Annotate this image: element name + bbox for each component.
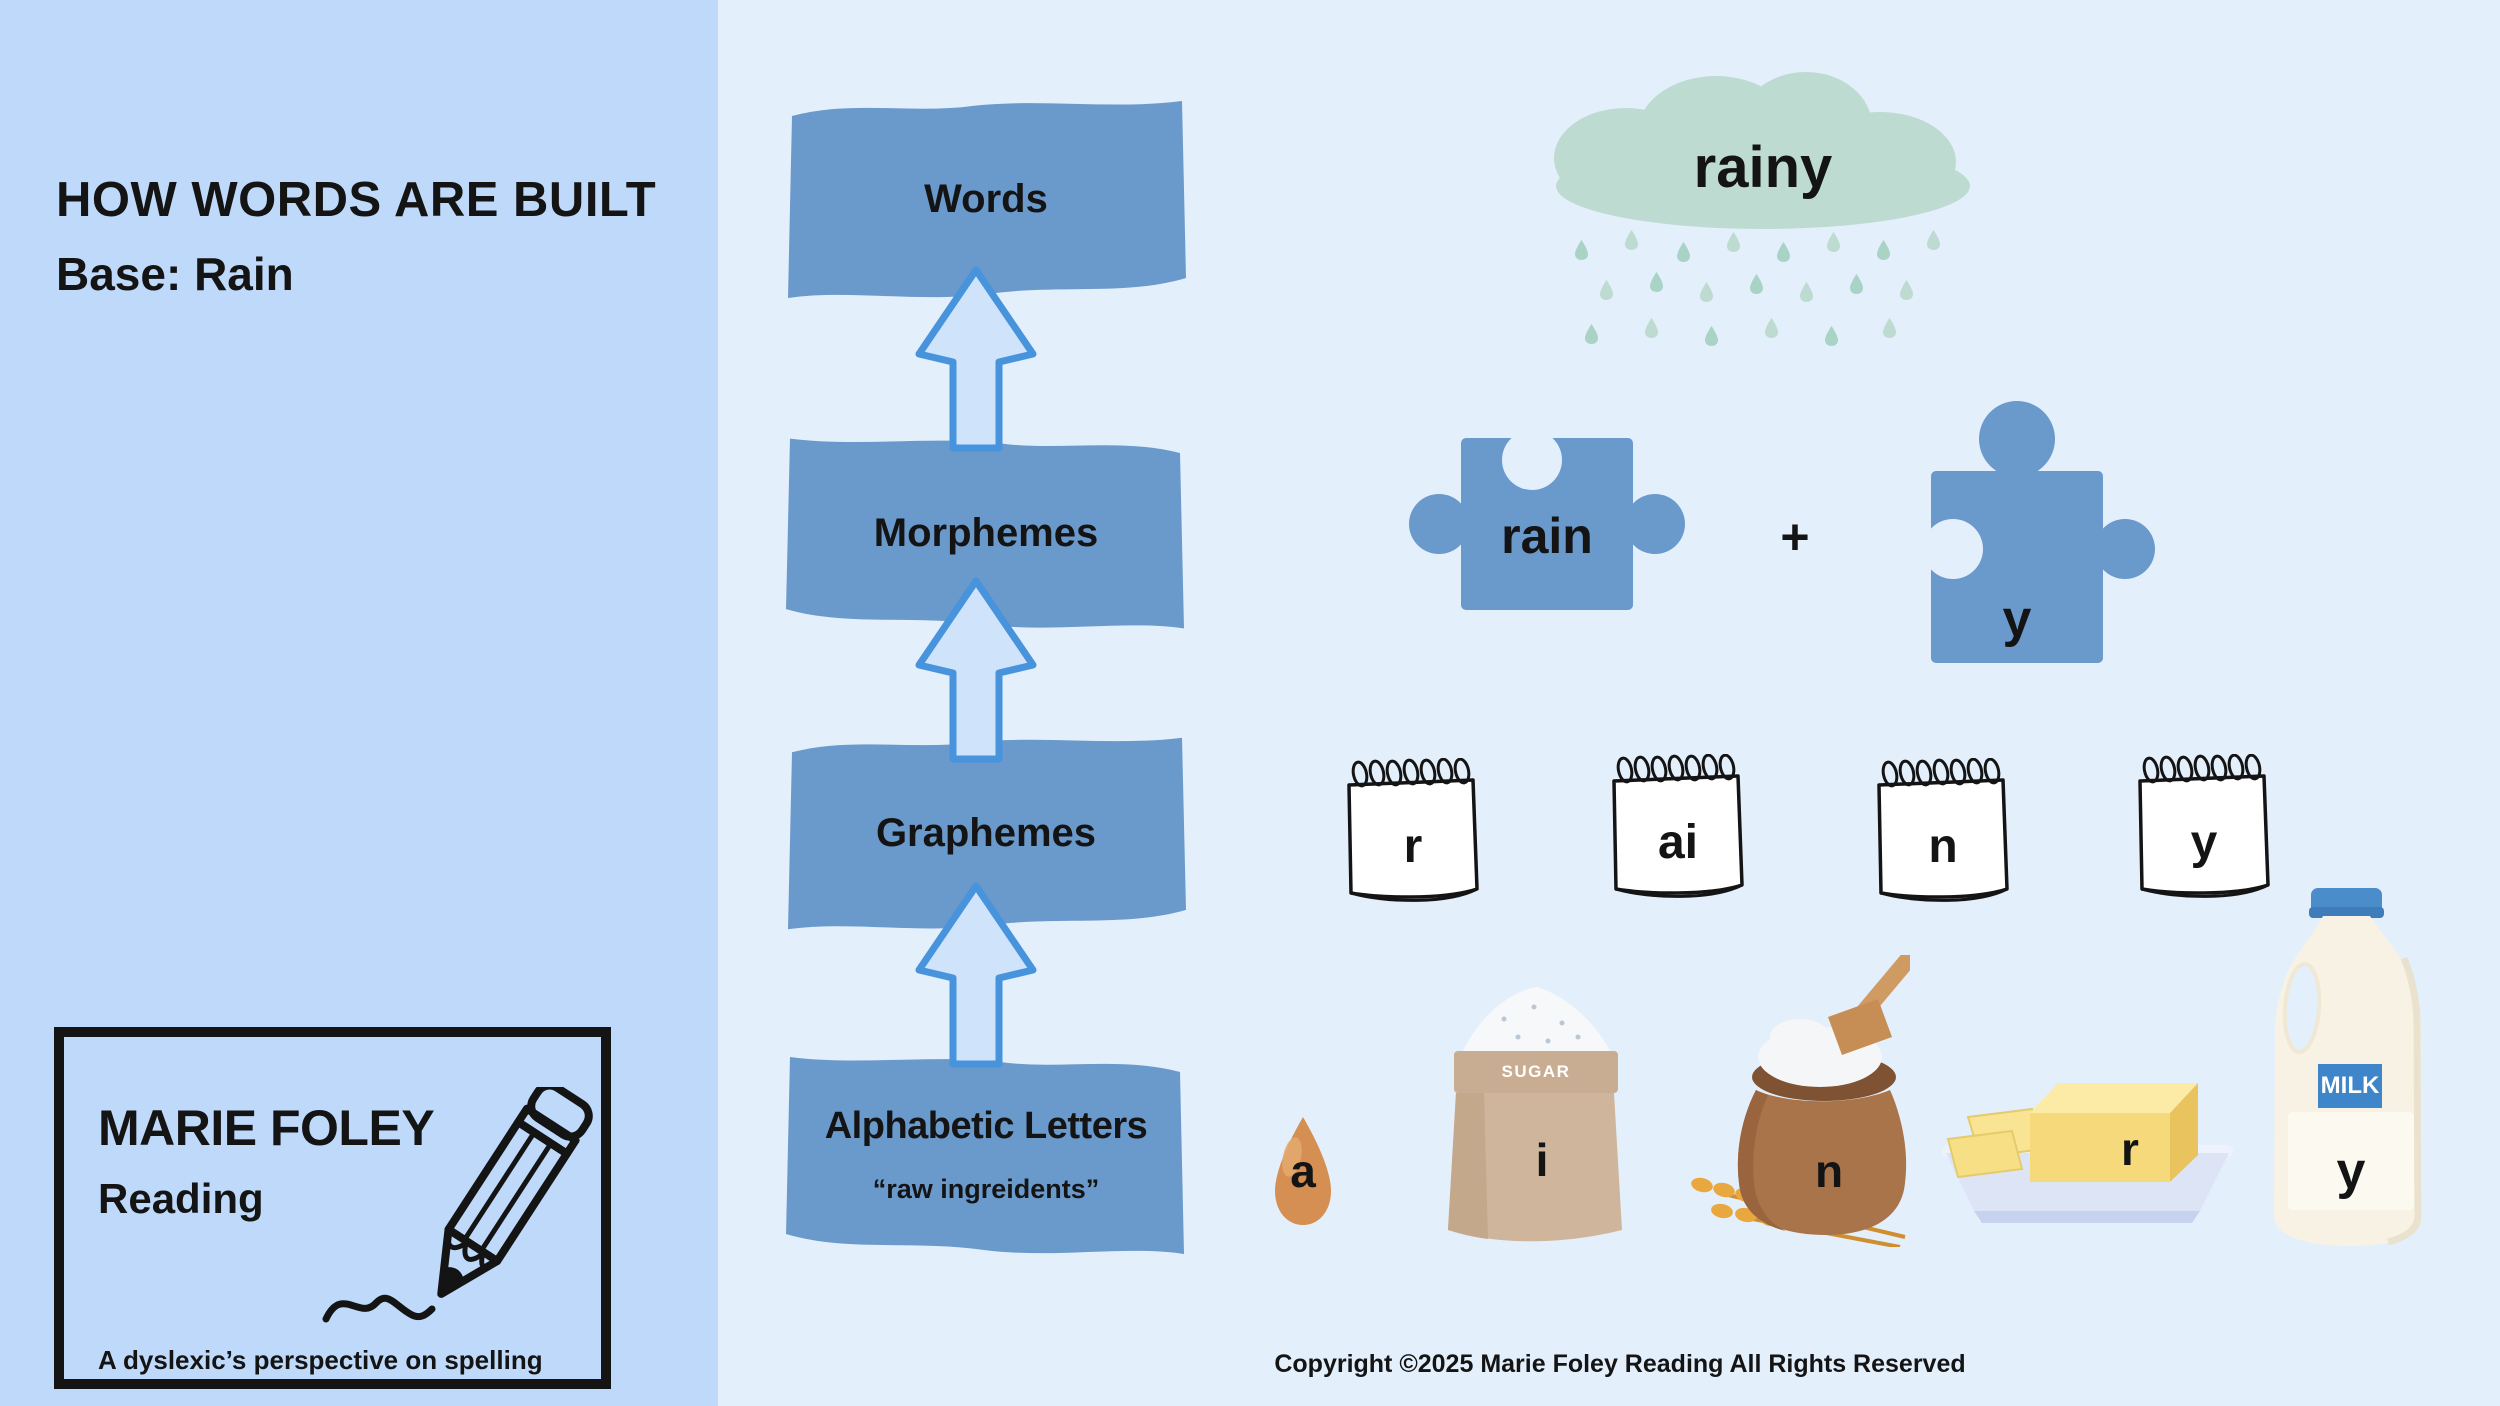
jug-handle [2282,962,2322,1054]
ingredient-egg: a [1271,1115,1335,1227]
letter-n: n [1814,1145,1844,1197]
raw-ingredients-note: “raw ingreidents” [872,1174,1100,1204]
left-panel: HOW WORDS ARE BUILT Base: Rain MARIE FOL… [0,0,718,1406]
squiggle-line [322,1294,436,1323]
notepad-icon [1877,758,2009,902]
ingredient-butter: r [1940,1055,2235,1230]
hierarchy-box-words: Words [782,90,1190,308]
plus-sign: + [1780,509,1810,565]
page-subtitle: Base: Rain [56,248,294,300]
puzzle-piece-suffix: y [1900,390,2160,680]
rain-cloud: rainy [1548,70,1978,230]
grapheme-notepad: r [1336,758,1486,908]
word-rainy: rainy [1693,134,1833,200]
title-block: HOW WORDS ARE BUILT Base: Rain [56,173,706,300]
grapheme-letter: y [2190,815,2218,869]
letter-r: r [2121,1123,2139,1175]
sugar-bag-icon [1448,987,1622,1242]
milk-jug-icon [2274,888,2422,1246]
up-arrow-icon [915,577,1037,763]
alphabetic-letters-label: Alphabetic Letters [824,1105,1148,1147]
egg-icon [1275,1117,1331,1225]
up-arrow-icon [915,266,1037,452]
morpheme-base: rain [1501,508,1593,564]
pencil-icon [322,1087,593,1323]
logo-name: MARIE FOLEY [98,1100,435,1156]
words-label: Words [924,176,1048,221]
sugar-bag-label: SUGAR [1501,1062,1571,1081]
letter-y: y [2336,1142,2366,1200]
puzzle-base-icon [1409,430,1685,610]
hierarchy-box-morphemes: Morphemes [782,428,1190,638]
flour-sack-icon [1691,955,1910,1247]
morpheme-suffix: y [2002,590,2032,648]
logo-subtitle: Reading [98,1175,264,1222]
milk-jug-label: MILK [2320,1072,2380,1099]
grapheme-letter: n [1928,819,1958,873]
raindrops-icon [1575,230,1940,346]
puzzle-piece-base: rain [1406,408,1696,658]
wavy-box-shape [786,438,1184,629]
letter-a: a [1290,1145,1316,1197]
morphemes-label: Morphemes [873,510,1099,555]
cloud-icon [1554,72,1970,229]
grapheme-letter: ai [1657,815,1699,869]
hierarchy-box-graphemes: Graphemes [782,727,1190,939]
logo-box: MARIE FOLEY Reading A dyslexic’s perspec… [54,1027,611,1389]
ingredient-flour-sack: n [1680,955,1910,1247]
ingredient-sugar-bag: SUGAR i [1444,985,1628,1247]
wavy-box-shape [786,1057,1184,1254]
notepad-icon [1347,758,1479,902]
notepad-icon [1612,754,1744,898]
wavy-box-shape [788,101,1186,298]
hierarchy-box-alphabetic-letters: Alphabetic Letters “raw ingreidents” [782,1046,1190,1264]
grapheme-letter: r [1403,819,1423,873]
graphemes-label: Graphemes [875,810,1097,855]
grapheme-notepad: y [2127,754,2277,904]
wavy-box-shape [788,737,1186,930]
butter-icon [1942,1083,2233,1223]
ingredient-milk-jug: MILK y [2266,880,2436,1250]
page-title: HOW WORDS ARE BUILT [56,173,657,227]
logo-tagline: A dyslexic’s perspective on spelling [98,1345,543,1375]
up-arrow-icon [915,882,1037,1068]
notepad-icon [2138,754,2270,898]
copyright-text: Copyright ©2025 Marie Foley Reading All … [1274,1350,1966,1378]
letter-i: i [1535,1134,1549,1186]
scoop-head [1828,999,1892,1055]
puzzle-suffix-icon [1923,401,2155,663]
grapheme-notepad: n [1866,758,2016,908]
grapheme-notepad: ai [1601,754,1751,904]
